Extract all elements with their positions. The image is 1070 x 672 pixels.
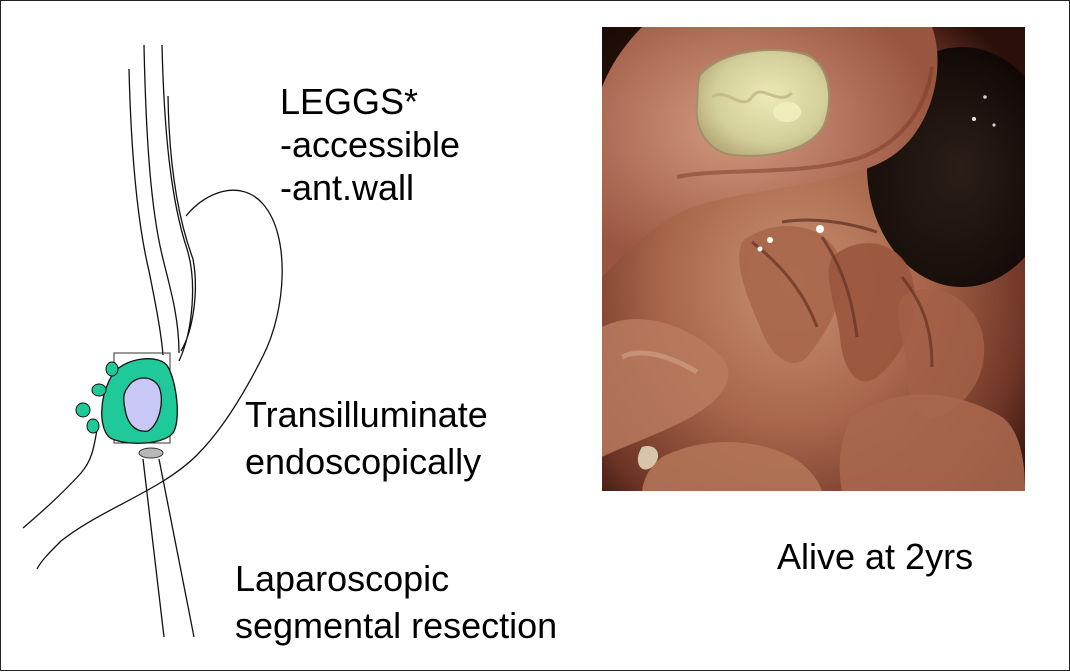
laparoscope-shaft (143, 459, 194, 637)
leggs-title: LEGGS* (280, 80, 418, 123)
outcome-label: Alive at 2yrs (777, 535, 973, 578)
laparoscopic-label-line2: segmental resection (235, 604, 557, 647)
endoscopy-photo (602, 27, 1025, 491)
satellite-nodule (87, 419, 99, 433)
satellite-nodule (76, 403, 90, 417)
laparoscope-tip (139, 448, 163, 458)
satellite-nodule (92, 384, 106, 396)
laparoscopic-label-line1: Laparoscopic (235, 557, 449, 600)
transilluminate-label-line1: Transilluminate (245, 393, 488, 436)
leggs-point-accessible: -accessible (280, 123, 460, 166)
lesser-curvature-outline (23, 424, 98, 528)
esophagus-outline (129, 45, 195, 361)
ulcer (697, 50, 830, 156)
lesion-core (124, 378, 162, 431)
transilluminate-label-line2: endoscopically (245, 440, 481, 483)
satellite-nodule (106, 362, 118, 376)
leggs-point-anterior-wall: -ant.wall (280, 166, 414, 209)
